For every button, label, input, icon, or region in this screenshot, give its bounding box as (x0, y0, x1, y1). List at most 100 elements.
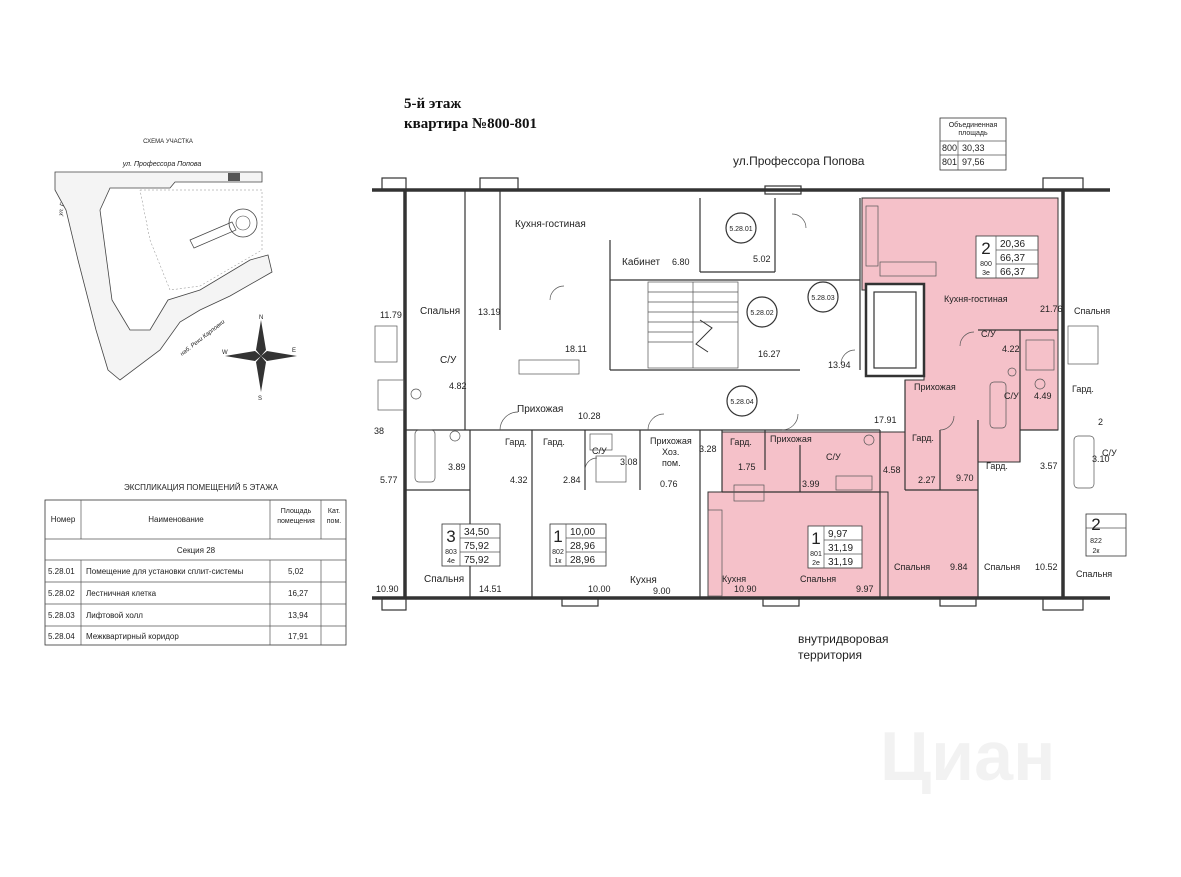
apt-num: 802 (552, 549, 564, 556)
room-area: 21.76 (1040, 304, 1063, 314)
room-area: 1.75 (738, 462, 756, 472)
room-area: 5.02 (753, 254, 771, 264)
explication-title: ЭКСПЛИКАЦИЯ ПОМЕЩЕНИЙ 5 ЭТАЖА (124, 483, 279, 492)
apt-type: 1к (555, 558, 563, 565)
room-label: С/У (1004, 391, 1019, 401)
zone-label: 5.28.04 (730, 399, 753, 406)
compass-n: N (259, 315, 263, 321)
room-label: Гард. (1072, 384, 1094, 394)
bathroom-fixtures (374, 205, 1099, 597)
site-plan: СХЕМА УЧАСТКА ул. Профессора Попова ул. … (54, 139, 297, 402)
room-label: Прихожая (770, 434, 812, 444)
combined-row-area: 30,33 (962, 143, 985, 153)
expl-row-name: Лифтовой холл (86, 611, 143, 620)
room-label: Спальня (1074, 306, 1110, 316)
expl-row-name: Помещение для установки сплит-системы (86, 567, 244, 576)
door-swings (499, 213, 975, 471)
room-area: 18.11 (565, 344, 587, 354)
expl-row-num: 5.28.04 (48, 632, 75, 641)
room-label: Спальня (894, 562, 930, 572)
room-label: Прихожая (517, 404, 563, 415)
room-label: Гард. (986, 461, 1008, 471)
room-area: 9.97 (856, 584, 874, 594)
expl-row-area: 5,02 (288, 567, 304, 576)
apt-area-1: 9,97 (828, 529, 848, 540)
combined-row-area: 97,56 (962, 157, 985, 167)
room-area: 3.28 (699, 444, 717, 454)
room-area: 2 (1098, 417, 1103, 427)
apt-rooms: 2 (981, 239, 990, 258)
apt-area-2: 75,92 (464, 541, 489, 552)
room-label: Хоз. (662, 447, 679, 457)
site-street-top: ул. Профессора Попова (122, 161, 202, 168)
room-label: пом. (662, 458, 681, 468)
zone-label: 5.28.01 (729, 226, 752, 233)
room-label: Гард. (505, 437, 527, 447)
room-labels: Кухня-гостиная Кабинет Спальня С/У Прихо… (420, 219, 1117, 586)
room-area: 2.27 (918, 475, 936, 485)
expl-row-num: 5.28.03 (48, 611, 75, 620)
room-area: 10.00 (588, 584, 611, 594)
floor-plan: 5.28.01 5.28.02 5.28.03 5.28.04 2 800 3е… (372, 177, 1127, 611)
compass-w: W (222, 350, 228, 356)
room-area: 4.58 (883, 465, 901, 475)
room-label: Гард. (912, 433, 934, 443)
expl-row-num: 5.28.01 (48, 567, 75, 576)
zone-markers: 5.28.01 5.28.02 5.28.03 5.28.04 (725, 212, 839, 417)
room-area: 3.89 (448, 462, 466, 472)
room-area: 4.22 (1002, 344, 1020, 354)
floor-title: 5-й этаж (404, 96, 461, 112)
street-top-label: ул.Профессора Попова (733, 154, 865, 168)
room-label: Спальня (1076, 569, 1112, 579)
apt-rooms: 1 (553, 527, 562, 546)
stairwell (647, 281, 739, 369)
room-label: Спальня (420, 306, 460, 317)
room-area: 17.91 (874, 415, 897, 425)
expl-row-num: 5.28.02 (48, 589, 75, 598)
apt-rooms: 3 (446, 527, 455, 546)
apartment-info-800: 2 800 3е 20,36 66,37 66,37 (975, 235, 1039, 279)
combined-row-num: 800 (942, 143, 957, 153)
room-area: 10.28 (578, 411, 601, 421)
expl-row-area: 13,94 (288, 611, 309, 620)
room-area: 3.99 (802, 479, 820, 489)
room-area: 11.79 (380, 310, 402, 320)
apt-num: 801 (810, 551, 822, 558)
room-area: 14.51 (479, 584, 502, 594)
room-area: 3.10 (1092, 454, 1110, 464)
room-label: Гард. (730, 437, 752, 447)
zone-label: 5.28.02 (750, 310, 773, 317)
apt-type: 3е (982, 270, 990, 277)
expl-row-name: Межквартирный коридор (86, 632, 179, 641)
room-area: 9.70 (956, 473, 974, 483)
room-area: 13.19 (478, 307, 501, 317)
room-area: 10.90 (734, 584, 757, 594)
explication-table: ЭКСПЛИКАЦИЯ ПОМЕЩЕНИЙ 5 ЭТАЖА Номер Наим… (44, 483, 347, 646)
room-label: С/У (592, 446, 607, 456)
compass-e: E (292, 348, 296, 354)
room-label: С/У (440, 355, 457, 366)
apt-rooms: 2 (1091, 515, 1100, 534)
apt-area-2: 31,19 (828, 543, 853, 554)
room-area: 10.52 (1035, 562, 1058, 572)
apt-type: 2к (1093, 548, 1101, 555)
apt-rooms: 1 (811, 529, 820, 548)
room-label: Прихожая (914, 382, 956, 392)
expl-header-name: Наименование (148, 515, 204, 524)
watermark-logo: Циан (880, 717, 1055, 795)
room-area: 5.77 (380, 475, 398, 485)
apt-area-3: 66,37 (1000, 267, 1025, 278)
apt-type: 2е (812, 560, 820, 567)
room-label: С/У (826, 452, 841, 462)
apartment-info-803: 3 803 4е 34,50 75,92 75,92 (441, 523, 501, 567)
expl-row-name: Лестничная клетка (86, 589, 157, 598)
room-label: Кабинет (622, 256, 660, 268)
room-area: 3.08 (620, 457, 638, 467)
site-street-bottom: наб. Реки Карповки (180, 319, 227, 358)
apt-area-3: 31,19 (828, 557, 853, 568)
apt-area-2: 66,37 (1000, 253, 1025, 264)
room-label: Спальня (984, 562, 1020, 572)
room-label: Кухня-гостиная (944, 294, 1008, 304)
room-area: 13.94 (828, 360, 851, 370)
